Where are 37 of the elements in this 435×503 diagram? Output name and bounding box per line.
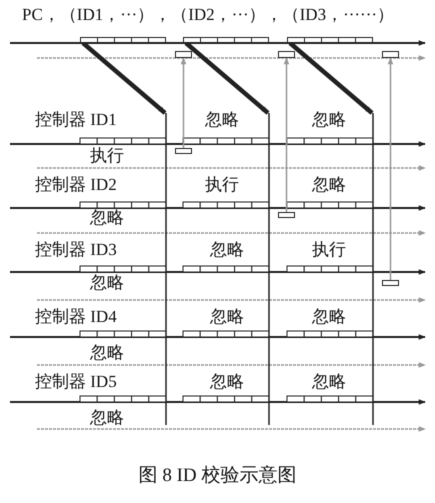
status-label: 执行 [312, 240, 346, 260]
status-label: 执行 [205, 175, 239, 195]
bus-label: PC，（ID1，···），（ID2，···），（ID3，······） [22, 5, 394, 25]
response-frame [175, 51, 192, 58]
status-label: 忽略 [210, 307, 244, 327]
status-label: 忽略 [90, 343, 124, 363]
status-label: 忽略 [312, 175, 346, 195]
controller-label: 控制器 ID3 [35, 240, 117, 260]
data-frame [183, 37, 269, 43]
status-label: 忽略 [312, 307, 346, 327]
controller-label: 控制器 ID5 [35, 372, 117, 392]
arrow [184, 41, 270, 115]
arrow [388, 57, 394, 280]
status-label: 忽略 [210, 240, 244, 260]
response-frame [175, 148, 192, 154]
status-label: 忽略 [90, 273, 124, 293]
controller-label: 控制器 ID1 [35, 110, 117, 130]
status-label: 忽略 [205, 110, 239, 130]
data-frame [80, 37, 166, 43]
controller-label: 控制器 ID2 [35, 175, 117, 195]
status-label: 忽略 [90, 408, 124, 428]
figure-caption: 图 8 ID 校验示意图 [138, 466, 298, 486]
response-frame [278, 51, 295, 58]
status-label: 忽略 [312, 110, 346, 130]
controller-label: 控制器 ID4 [35, 307, 117, 327]
response-frame [278, 212, 295, 218]
data-frame [287, 37, 373, 43]
status-label: 忽略 [90, 208, 124, 228]
arrow [180, 57, 186, 148]
response-frame [382, 51, 399, 58]
arrow [284, 57, 290, 212]
response-frame [382, 280, 399, 286]
status-label: 忽略 [210, 372, 244, 392]
arrow [82, 41, 166, 115]
arrow [288, 41, 374, 115]
status-label: 执行 [90, 146, 124, 166]
status-label: 忽略 [312, 372, 346, 392]
